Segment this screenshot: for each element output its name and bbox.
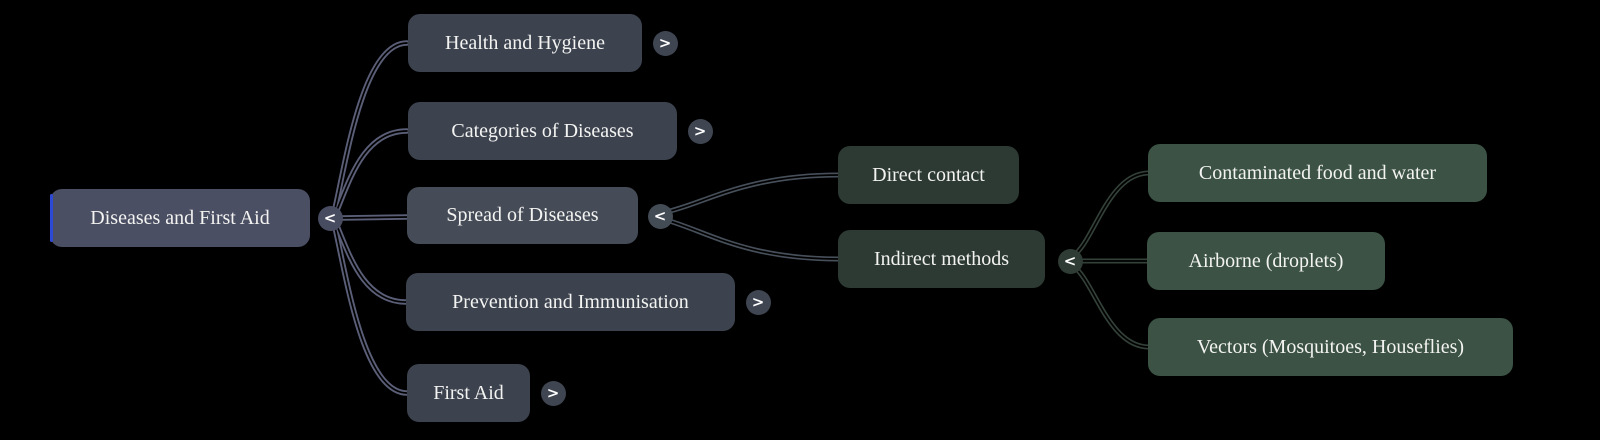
node-label: Health and Hygiene xyxy=(445,31,605,54)
connector-core xyxy=(665,219,840,260)
expand-button-health-and-hygiene[interactable]: > xyxy=(652,30,678,56)
node-diseases-and-first-aid[interactable]: Diseases and First Aid xyxy=(50,189,310,247)
collapse-button-spread-of-diseases[interactable]: < xyxy=(647,203,673,229)
connector-core xyxy=(334,220,407,303)
node-label: Indirect methods xyxy=(874,247,1009,270)
expand-button-first-aid[interactable]: > xyxy=(540,380,566,406)
node-airborne-droplets[interactable]: Airborne (droplets) xyxy=(1147,232,1385,290)
node-label: Direct contact xyxy=(872,163,985,186)
connector-core xyxy=(665,174,840,213)
collapse-button-indirect-methods[interactable]: < xyxy=(1057,248,1083,274)
link-root-prevention xyxy=(332,218,409,305)
node-first-aid[interactable]: First Aid xyxy=(407,364,530,422)
link-indirect-vectors xyxy=(1070,263,1152,350)
node-categories-of-diseases[interactable]: Categories of Diseases xyxy=(408,102,677,160)
root-accent-bar xyxy=(50,194,53,242)
node-label: First Aid xyxy=(433,381,504,404)
link-indirect-contaminated xyxy=(1070,170,1152,259)
node-contaminated-food-and-water[interactable]: Contaminated food and water xyxy=(1148,144,1487,202)
node-indirect-methods[interactable]: Indirect methods xyxy=(838,230,1045,288)
node-label: Vectors (Mosquitoes, Houseflies) xyxy=(1196,335,1465,358)
connector-core xyxy=(333,42,408,214)
expand-button-prevention-and-immunisation[interactable]: > xyxy=(745,289,771,315)
node-label: Spread of Diseases xyxy=(446,204,599,226)
link-root-spread xyxy=(339,214,410,221)
expand-button-categories-of-diseases[interactable]: > xyxy=(687,118,713,144)
node-vectors-mosquitoes-houseflies[interactable]: Vectors (Mosquitoes, Houseflies) xyxy=(1148,318,1513,376)
node-spread-of-diseases[interactable]: Spread of Diseases xyxy=(407,187,638,244)
node-direct-contact[interactable]: Direct contact xyxy=(838,146,1019,204)
link-root-categories xyxy=(332,128,410,218)
node-label: Prevention and Immunisation xyxy=(452,290,689,313)
connector-core xyxy=(334,130,408,216)
link-root-health xyxy=(331,40,410,216)
link-root-firstaid xyxy=(331,220,410,396)
node-label: Contaminated food and water xyxy=(1198,161,1437,184)
link-spread-direct xyxy=(663,172,842,215)
node-label: Categories of Diseases xyxy=(451,119,634,142)
collapse-button-root[interactable]: < xyxy=(317,205,343,231)
connector-core xyxy=(1072,265,1150,348)
link-spread-indirect xyxy=(663,217,842,262)
connector-core xyxy=(341,216,408,219)
node-label: Airborne (droplets) xyxy=(1188,249,1344,272)
node-health-and-hygiene[interactable]: Health and Hygiene xyxy=(408,14,642,72)
connector-core xyxy=(333,222,408,394)
node-prevention-and-immunisation[interactable]: Prevention and Immunisation xyxy=(406,273,735,331)
connector-core xyxy=(1072,172,1150,257)
node-label: Diseases and First Aid xyxy=(90,206,270,229)
